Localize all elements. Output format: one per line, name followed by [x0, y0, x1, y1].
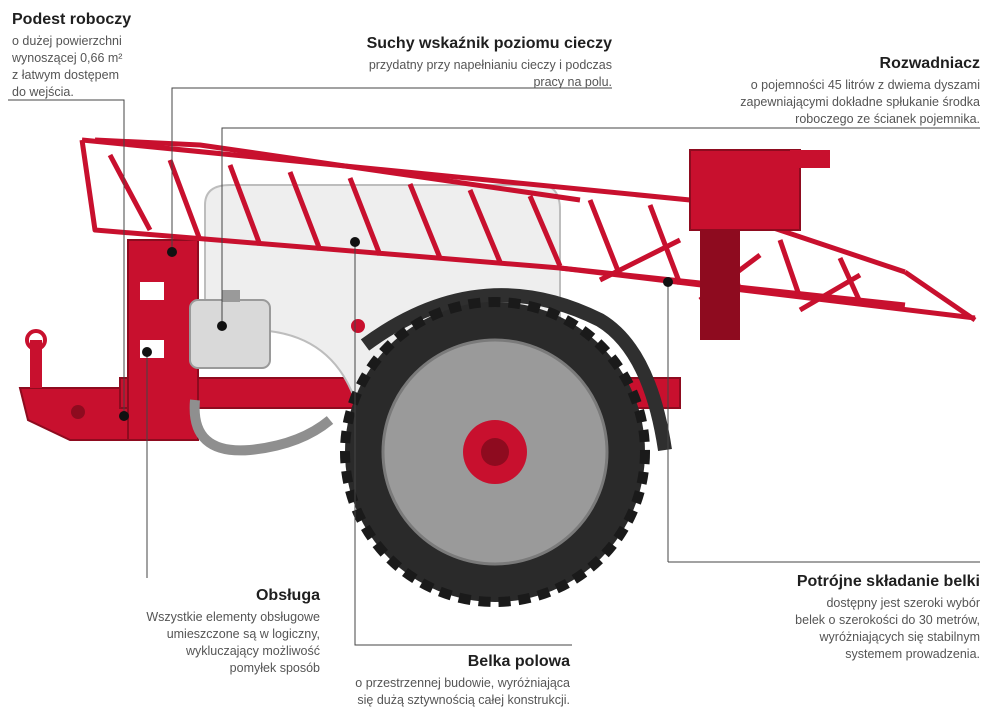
callout-podest: Podest roboczy o dużej powierzchni wynos… — [12, 10, 182, 101]
callout-obsluga-title: Obsługa — [255, 587, 320, 604]
wheel — [340, 297, 650, 607]
callout-podest-desc: o dużej powierzchni wynoszącej 0,66 m² z… — [12, 34, 123, 99]
callout-wskaznik-title: Suchy wskaźnik poziomu cieczy — [366, 35, 612, 52]
callout-belka: Belka polowa o przestrzennej budowie, wy… — [310, 652, 570, 709]
callout-rozwadniacz: Rozwadniacz o pojemności 45 litrów z dwi… — [680, 54, 980, 128]
callout-wskaznik-desc: przydatny przy napełnianiu cieczy i podc… — [368, 58, 612, 89]
callout-rozwadniacz-title: Rozwadniacz — [879, 55, 980, 72]
callout-obsluga-desc: Wszystkie elementy obsługowe umieszczone… — [146, 610, 320, 675]
rear-frame — [689, 149, 830, 340]
callout-podest-title: Podest roboczy — [12, 11, 132, 28]
suction-hose — [189, 399, 334, 456]
callout-rozwadniacz-desc: o pojemności 45 litrów z dwiema dyszami … — [740, 78, 980, 126]
callout-wskaznik: Suchy wskaźnik poziomu cieczy przydatny … — [312, 34, 612, 91]
callout-skladanie: Potrójne składanie belki dostępny jest s… — [720, 572, 980, 663]
callout-belka-title: Belka polowa — [467, 653, 570, 670]
rinse-tank — [189, 290, 271, 369]
leader-dots — [119, 237, 673, 421]
callout-skladanie-desc: dostępny jest szeroki wybór belek o szer… — [795, 596, 980, 661]
leader-lines — [8, 87, 980, 646]
fender — [360, 288, 672, 452]
callout-belka-desc: o przestrzennej budowie, wyróżniająca si… — [355, 676, 570, 707]
callout-obsluga: Obsługa Wszystkie elementy obsługowe umi… — [90, 586, 320, 677]
callout-skladanie-title: Potrójne składanie belki — [796, 573, 980, 590]
